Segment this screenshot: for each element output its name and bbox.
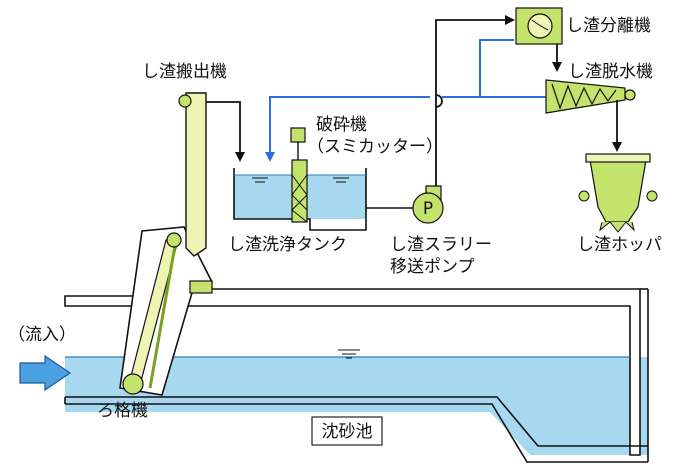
inflow-arrow-icon (19, 354, 72, 392)
grit-chamber: 沈砂池 (64, 288, 649, 463)
hopper-rim (585, 153, 651, 163)
pump-icon (412, 192, 444, 224)
inflow: （流入） (8, 325, 76, 392)
wash-tank-level-mark-right (333, 177, 349, 183)
bar-screen-chute (189, 280, 213, 294)
grit-chamber-label-box (311, 416, 383, 446)
pump-label-line1: し渣スラリー (390, 235, 492, 255)
separator-return-line (479, 39, 514, 97)
screenings-conveyor-label: し渣搬出機 (142, 62, 227, 82)
grit-chamber-water (65, 357, 648, 455)
bar-screen-rake (148, 239, 178, 389)
pump-label-line2: 移送ポンプ (390, 257, 475, 277)
grit-chamber-floor (65, 396, 648, 447)
slurry-pump: P し渣スラリー 移送ポンプ (366, 185, 492, 277)
dewatering-motor (624, 89, 636, 101)
separator: し渣分離機 (515, 7, 651, 72)
grit-chamber-floor-outer (65, 403, 648, 463)
dewatering-label: し渣脱水機 (568, 62, 653, 82)
crusher-label: 破砕機 (316, 115, 367, 135)
bar-screen-top-sprocket (166, 232, 182, 248)
crusher-body (291, 159, 308, 223)
hopper-label: し渣ホッパ (577, 235, 662, 255)
crusher-cutter-pattern-2 (291, 174, 308, 211)
wash-tank-level-mark-left (252, 177, 268, 183)
hopper: し渣ホッパ (577, 153, 662, 255)
grit-chamber-label: 沈砂池 (322, 422, 373, 442)
conveyor-head-pulley (178, 94, 192, 108)
bar-screen-bottom-sprocket (122, 373, 144, 395)
conveyor-column (185, 92, 207, 257)
separator-swirl (531, 19, 549, 31)
separator-label: し渣分離機 (566, 16, 651, 36)
hopper-body (589, 159, 647, 223)
dewatering-body (545, 79, 626, 114)
screen-label: ろ格機 (97, 401, 148, 421)
pump-to-separator-pipe (435, 20, 513, 186)
wash-tank-wall (233, 168, 367, 231)
pump-symbol: P (423, 199, 433, 219)
hopper-lug-left (578, 190, 590, 202)
water-level-mark (338, 349, 360, 359)
bar-screen: ろ格機 (97, 226, 214, 421)
crusher: 破砕機 （スミカッター） (290, 115, 443, 223)
screenings-conveyor: し渣搬出機 (142, 62, 227, 257)
dewatering-screw (551, 83, 617, 110)
dewatering-press: し渣脱水機 (545, 62, 653, 152)
crusher-motor (290, 127, 306, 143)
hopper-gate (599, 221, 635, 233)
hopper-lug-right (646, 190, 658, 202)
wash-tank-label: し渣洗浄タンク (228, 235, 347, 255)
crusher-sub-label: （スミカッター） (307, 137, 443, 157)
conveyor-to-tank-arrow (206, 101, 245, 162)
inflow-label: （流入） (8, 325, 76, 345)
